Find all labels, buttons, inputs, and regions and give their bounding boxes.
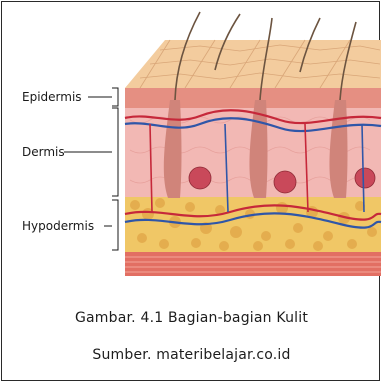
label-dermis: Dermis (22, 145, 65, 159)
label-hypodermis: Hypodermis (22, 219, 94, 233)
label-epidermis: Epidermis (22, 90, 82, 104)
skin-cross-section-diagram: Epidermis Dermis Hypodermis (0, 0, 383, 300)
figure-caption: Gambar. 4.1 Bagian-bagian Kulit (0, 310, 383, 326)
source-caption: Sumber. materibelajar.co.id (0, 347, 383, 363)
